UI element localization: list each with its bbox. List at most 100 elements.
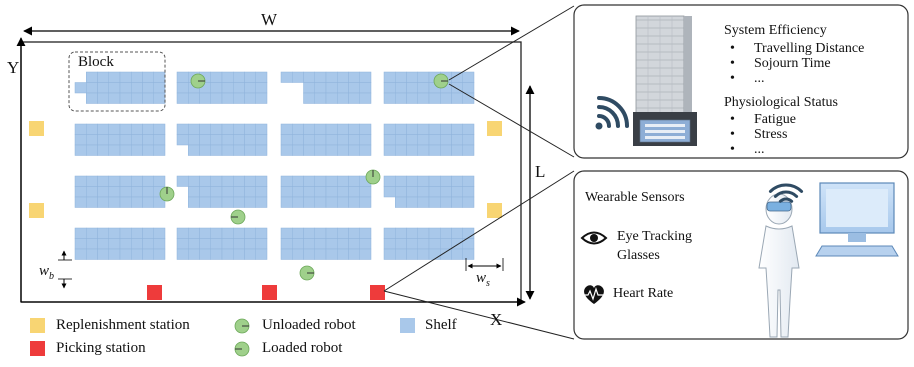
heart-rate-label: Heart Rate xyxy=(613,286,674,301)
shelf xyxy=(221,144,234,156)
shelf xyxy=(359,238,372,250)
shelf xyxy=(153,134,166,146)
shelf xyxy=(233,123,245,135)
shelf xyxy=(451,227,463,239)
shelf xyxy=(292,134,304,146)
shelf xyxy=(233,196,245,208)
shelf xyxy=(406,238,418,250)
shelf xyxy=(221,196,234,208)
replenishment-station xyxy=(487,203,502,218)
replenishment-station xyxy=(29,203,44,218)
shelf xyxy=(142,92,154,104)
shelf xyxy=(153,144,166,156)
shelf xyxy=(210,71,223,83)
shelf xyxy=(292,227,304,239)
shelf xyxy=(142,144,154,156)
efficiency-item: Sojourn Time xyxy=(724,56,864,71)
shelf xyxy=(280,196,293,208)
shelf xyxy=(383,238,396,250)
shelf xyxy=(108,175,121,187)
shelf xyxy=(406,175,418,187)
shelf xyxy=(119,175,132,187)
shelf xyxy=(440,134,452,146)
shelf xyxy=(244,123,256,135)
shelf xyxy=(244,82,256,94)
shelf xyxy=(348,175,360,187)
shelf xyxy=(255,196,268,208)
shelf xyxy=(233,227,245,239)
shelf xyxy=(153,92,166,104)
shelf xyxy=(244,227,256,239)
replenishment-station xyxy=(29,121,44,136)
shelf xyxy=(142,248,154,260)
shelf xyxy=(199,175,211,187)
shelf xyxy=(292,196,304,208)
shelf xyxy=(348,227,360,239)
shelf xyxy=(383,134,396,146)
shelf xyxy=(303,92,315,104)
shelf xyxy=(395,92,407,104)
shelf xyxy=(325,123,338,135)
shelf xyxy=(337,196,349,208)
shelf xyxy=(74,238,87,250)
shelf xyxy=(359,196,372,208)
shelf xyxy=(348,123,360,135)
shelf xyxy=(119,134,132,146)
shelf xyxy=(428,196,441,208)
shelf xyxy=(462,186,475,198)
shelf xyxy=(337,82,349,94)
shelf xyxy=(74,123,87,135)
shelf xyxy=(406,196,418,208)
shelf xyxy=(280,248,293,260)
shelf xyxy=(417,82,430,94)
shelf xyxy=(303,248,315,260)
physio-title: Physiological Status xyxy=(724,95,838,110)
shelf xyxy=(108,92,121,104)
shelf xyxy=(97,144,109,156)
shelf xyxy=(303,71,315,83)
shelf xyxy=(451,92,463,104)
shelf xyxy=(142,186,154,198)
shelf xyxy=(406,82,418,94)
shelf xyxy=(255,71,268,83)
shelf xyxy=(176,248,189,260)
shelf xyxy=(255,123,268,135)
shelf xyxy=(395,248,407,260)
shelf xyxy=(176,227,189,239)
shelf xyxy=(314,186,327,198)
shelf xyxy=(325,71,338,83)
shelf xyxy=(383,144,396,156)
shelf xyxy=(337,227,349,239)
shelf xyxy=(244,238,256,250)
shelf xyxy=(395,123,407,135)
wifi-icon xyxy=(768,183,804,203)
block-label: Block xyxy=(78,54,114,70)
shelf xyxy=(199,238,211,250)
shelf xyxy=(119,82,132,94)
shelf xyxy=(314,144,327,156)
shelf xyxy=(303,238,315,250)
shelf xyxy=(314,82,327,94)
shelf xyxy=(337,175,349,187)
shelf xyxy=(142,227,154,239)
physio-list: Fatigue Stress ... xyxy=(724,112,796,157)
shelf xyxy=(119,227,132,239)
shelf xyxy=(86,71,98,83)
shelf xyxy=(97,82,109,94)
shelf xyxy=(255,186,268,198)
shelf xyxy=(142,134,154,146)
shelf xyxy=(337,248,349,260)
ws-label: ws xyxy=(476,270,490,289)
shelf xyxy=(337,186,349,198)
shelf xyxy=(108,227,121,239)
shelf xyxy=(417,123,430,135)
legend-shelf-label: Shelf xyxy=(425,317,457,333)
shelf xyxy=(221,71,234,83)
shelf xyxy=(244,134,256,146)
legend-unloaded-label: Unloaded robot xyxy=(262,317,356,333)
dimension-l-label: L xyxy=(535,162,546,181)
shelf xyxy=(325,144,338,156)
shelf xyxy=(176,238,189,250)
shelf xyxy=(221,186,234,198)
shelf xyxy=(142,123,154,135)
